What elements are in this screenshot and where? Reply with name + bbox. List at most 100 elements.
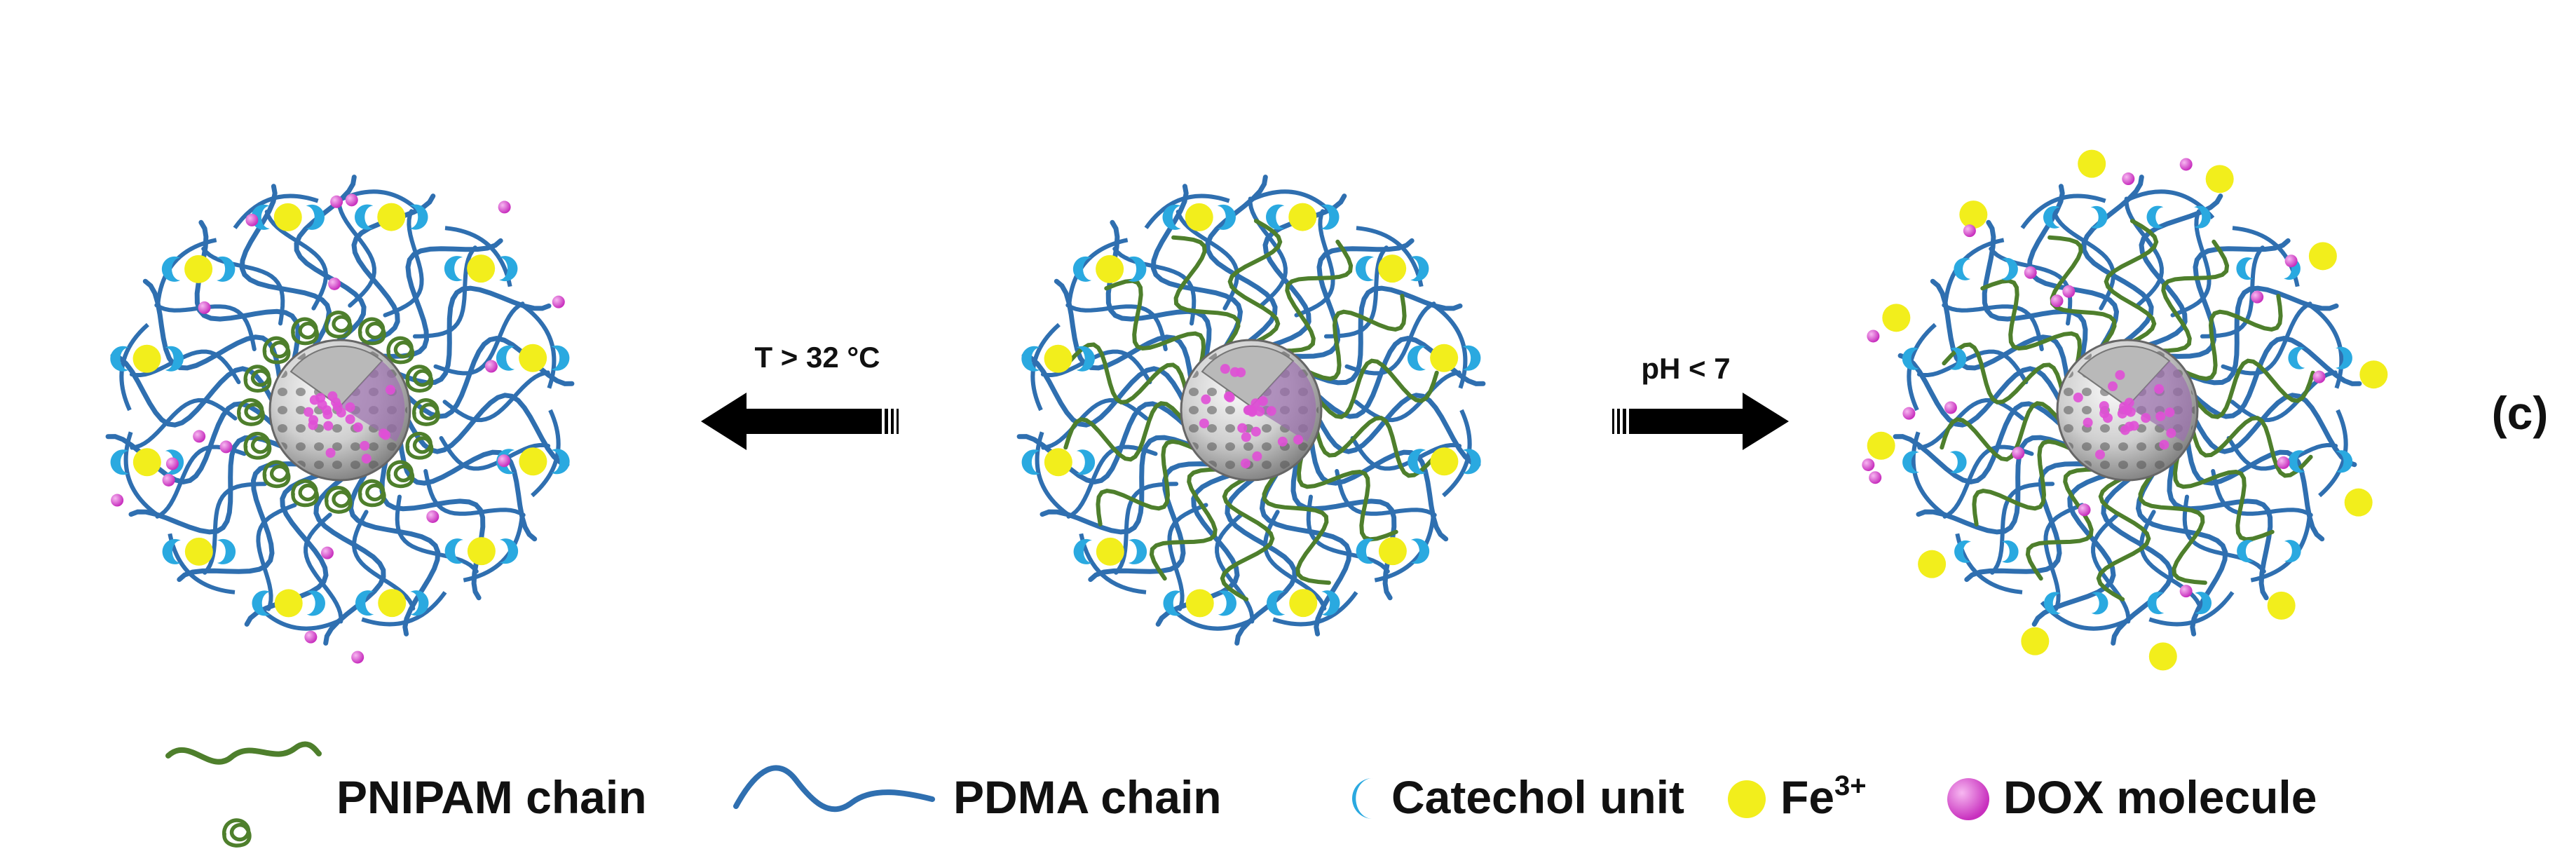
dox-molecule-loaded [345,402,355,412]
dox-molecule-loaded [353,422,363,433]
dox-molecule-released [304,630,318,644]
catechol-unit [551,345,570,371]
pdma-chain-branch [1065,303,1168,351]
pnipam-coil [405,432,434,460]
fe3-ion [2359,360,2388,389]
catechol-unit [1163,590,1182,616]
pnipam-coil-path [262,336,291,365]
dox-molecule-released [2251,290,2264,304]
dox-molecule-loaded [2073,393,2083,403]
dox-molecule-loaded [1293,435,1304,445]
pnipam-chain [1171,235,1241,352]
arrow-left-shape [701,393,882,450]
pdma-chain [1982,219,2088,365]
fe3-ion [2148,642,2177,671]
catechol-unit [1321,590,1340,616]
pdma-chain-arc [119,322,149,412]
dox-molecule-loaded [1224,391,1234,402]
dox-molecule-released [1902,407,1916,420]
arrow-right-tail-stripes [1612,409,1626,434]
dox-molecule-loaded [345,414,355,424]
pdma-chain-branch [1306,494,1390,574]
pdma-chain [1964,461,2091,583]
dox-molecule-loaded [1201,394,1211,405]
pdma-chain-arc [1374,515,1436,583]
pdma-chain-branch [1335,469,1437,517]
catechol-unit [165,346,184,372]
dox-molecule-loaded [2166,428,2176,438]
dox-molecule-released [2179,158,2193,171]
pdma-chain-arc [123,431,159,517]
fe3-ion [1918,550,1947,578]
catechol-unit [2043,205,2060,229]
pdma-chain-branch [1294,209,1335,318]
pdma-chain-branch [433,301,525,376]
dox-molecule-loaded [385,385,395,395]
pnipam-chain [2190,358,2315,419]
pnipam-coil-path [325,486,353,514]
fe3-ion [1378,254,1407,283]
pdma-chain-arc [1432,303,1468,389]
pnipam-chain [1227,219,1283,346]
catechol-unit [2336,450,2353,473]
dox-molecule-loaded [1266,406,1276,416]
pnipam-coil [243,365,272,393]
pdma-chain-branch [256,503,297,611]
arrow-right-shape [1629,393,1789,450]
pnipam-coil-path [291,479,319,508]
dox-molecule-released [1867,329,1880,343]
pnipam-chain [2155,239,2230,353]
fe3-ion [274,589,303,618]
pdma-chain [1304,285,1463,386]
dox-molecule-released [426,510,439,523]
pnipam-coil [325,486,353,514]
catechol-unit [1217,204,1236,230]
legend-fe-swatch [1728,780,1766,818]
pdma-chain-arc [2020,193,2106,229]
dox-molecule-loaded [1255,406,1265,416]
pnipam-chain [1314,416,1437,478]
fe3-ion [184,254,213,283]
dox-molecule-loaded [1277,436,1288,447]
pdma-chain [2164,238,2291,359]
catechol-unit [2236,257,2254,280]
catechol-unit [1266,204,1285,230]
catechol-unit [2091,592,2108,615]
pdma-chain [393,285,552,386]
catechol-unit [1356,538,1375,564]
dox-molecule-loaded [1199,418,1209,428]
pnipam-chain [1104,278,1206,369]
fe3-ion [1185,589,1214,618]
pnipam-chain [2138,468,2207,585]
pdma-chain-branch [2221,301,2312,376]
pdma-chain-arc [1442,409,1472,498]
arrow-right-label: pH < 7 [1641,352,1730,385]
catechol-unit [355,590,374,616]
pnipam-coil-path [325,311,353,339]
catechol-unit [2147,592,2165,615]
dox-molecule-loaded [336,407,346,418]
pdma-chain [2189,336,2362,419]
dox-molecule-released [1963,224,1976,238]
dox-molecule-loaded [323,421,334,431]
dox-molecule-loaded [2099,401,2109,412]
legend-dox-swatch [1947,778,1989,820]
fe3-ion [2267,591,2296,620]
pdma-chain-branch [2091,512,2131,624]
catechol-unit [499,256,518,282]
legend-pnipam-label: PNIPAM chain [336,771,647,823]
dox-molecule-released [219,440,233,454]
fe3-ion [1044,448,1072,477]
dox-molecule-loaded [2159,440,2169,450]
dox-molecule-released [345,193,358,207]
catechol-unit [1128,538,1147,564]
pdma-chain-branch [336,196,376,308]
pdma-chain-branch [1114,482,1179,575]
legend: PNIPAM chain PDMA chain Catechol unit Fe… [165,741,2317,848]
fe3-ion [132,344,161,373]
pdma-chain-branch [304,512,343,624]
pdma-chain-arc [1943,238,2005,306]
dox-molecule-loaded [2102,413,2113,423]
pnipam-chain [1220,475,1275,602]
pdma-chain-branch [352,510,416,611]
